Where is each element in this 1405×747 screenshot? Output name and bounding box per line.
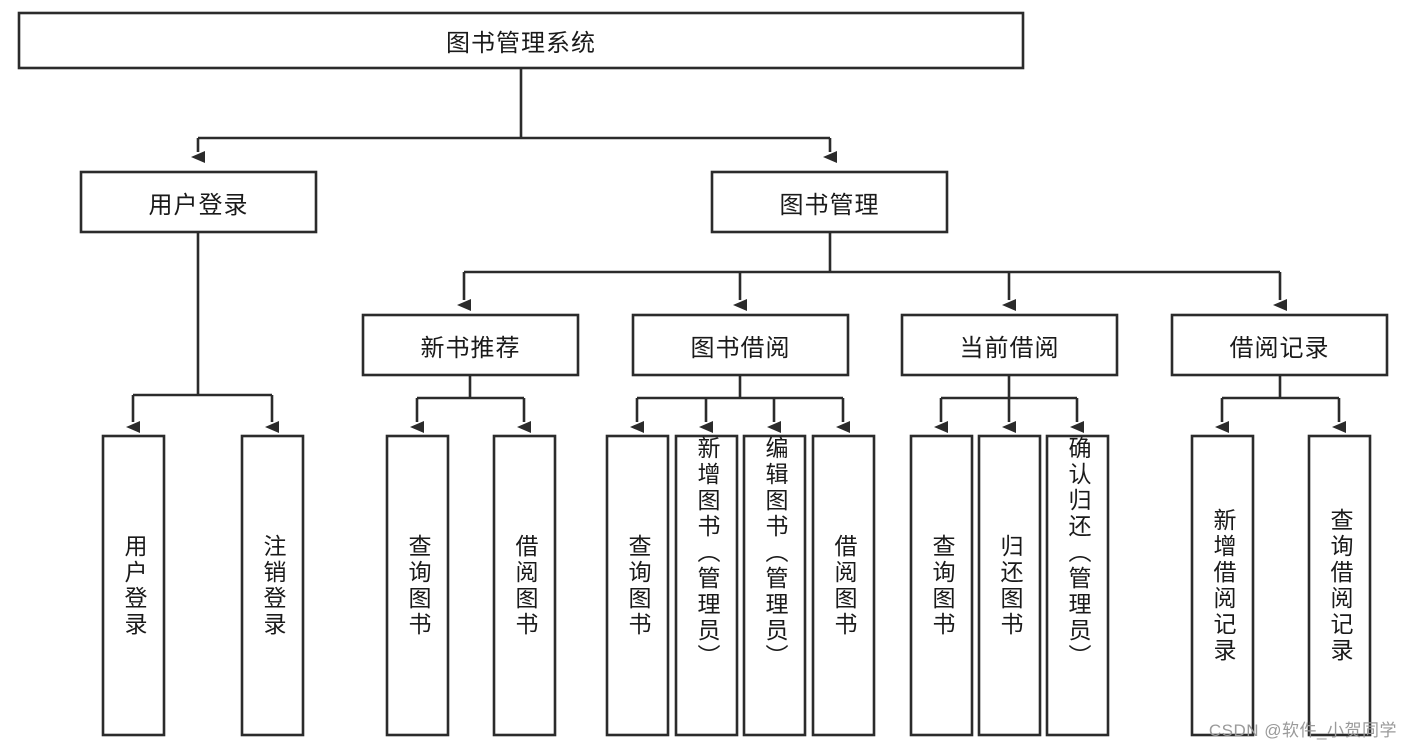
leaf-new-book-1[interactable] [492, 434, 557, 737]
node-book-borrow[interactable] [631, 313, 850, 377]
leaf-borrow-records-0[interactable] [1190, 434, 1255, 737]
leaf-book-borrow-1[interactable] [674, 434, 739, 737]
leaf-current-borrow-0[interactable] [909, 434, 974, 737]
node-root[interactable] [17, 11, 1025, 70]
connector-group-book-management [457, 232, 1287, 311]
leaf-current-borrow-1[interactable] [977, 434, 1042, 737]
leaf-user-login-0[interactable] [101, 434, 166, 737]
connector-group-current-borrow [934, 375, 1084, 433]
node-user-login[interactable] [79, 170, 318, 234]
leaf-borrow-records-1[interactable] [1307, 434, 1372, 737]
node-current-borrow[interactable] [900, 313, 1119, 377]
leaf-new-book-0[interactable] [385, 434, 450, 737]
leaf-book-borrow-0[interactable] [605, 434, 670, 737]
node-borrow-records[interactable] [1170, 313, 1389, 377]
leaf-book-borrow-3[interactable] [811, 434, 876, 737]
connector-group-user-login [126, 232, 279, 433]
leaf-current-borrow-2[interactable] [1045, 434, 1110, 737]
leaf-book-borrow-2[interactable] [742, 434, 807, 737]
connector-group-root [191, 68, 837, 163]
node-new-book-recommend[interactable] [361, 313, 580, 377]
watermark: CSDN @软件_小贺同学 [1208, 721, 1397, 740]
node-book-management[interactable] [710, 170, 949, 234]
connector-group-book-borrow [630, 375, 850, 433]
connector-group-new-book [410, 375, 531, 433]
leaf-user-login-1[interactable] [240, 434, 305, 737]
connector-group-borrow-records [1215, 375, 1346, 433]
